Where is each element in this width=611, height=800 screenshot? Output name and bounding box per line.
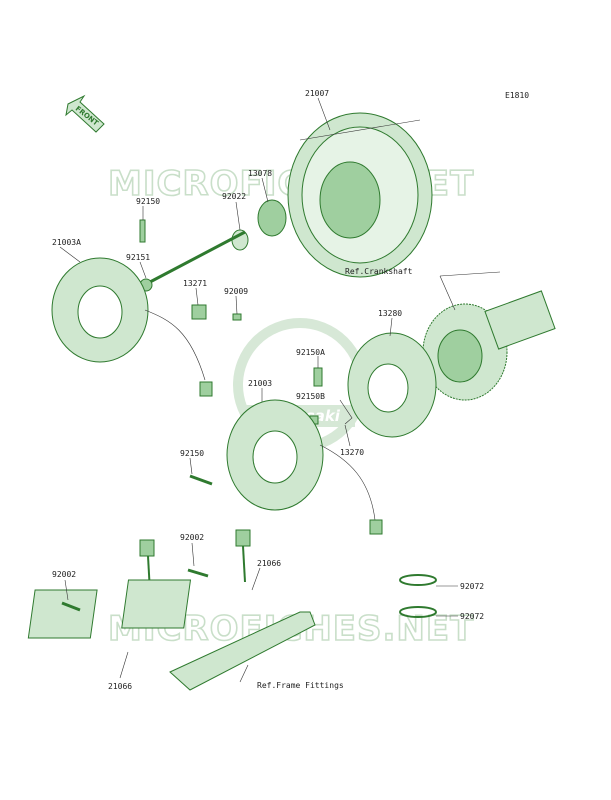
gear-13078	[257, 199, 287, 237]
label-21066-left: 21066	[108, 682, 132, 691]
label-13270: 13270	[340, 448, 364, 457]
label-21003: 21003	[248, 379, 272, 388]
label-13078: 13078	[248, 169, 272, 178]
crankshaft-gear	[422, 290, 556, 401]
label-21066-right: 21066	[257, 559, 281, 568]
clamp-13271	[191, 304, 207, 320]
bolt-92002-right	[187, 568, 209, 578]
label-92150B: 92150B	[296, 392, 325, 401]
label-92002-left: 92002	[52, 570, 76, 579]
label-ref-frame-fittings: Ref.Frame Fittings	[257, 681, 344, 690]
label-92151: 92151	[126, 253, 150, 262]
plate-13280	[347, 332, 437, 438]
label-92022: 92022	[222, 192, 246, 201]
clamp-92072-upper	[399, 574, 437, 586]
label-92150A: 92150A	[296, 348, 325, 357]
regulator-21066-left	[27, 539, 155, 639]
bolt-92150A	[313, 367, 323, 387]
bolt-92002-left	[61, 601, 81, 612]
label-92150-top: 92150	[136, 197, 160, 206]
bolt-92150-mid	[189, 474, 213, 486]
label-21003A: 21003A	[52, 238, 81, 247]
label-92150-mid: 92150	[180, 449, 204, 458]
regulator-21066-right	[121, 529, 251, 629]
rotor-21007	[287, 112, 433, 278]
frame-bracket	[169, 611, 316, 691]
label-13271: 13271	[183, 279, 207, 288]
label-13280: 13280	[378, 309, 402, 318]
clamp-92072-lower	[399, 606, 437, 618]
screw-92009	[232, 313, 242, 321]
label-21007: 21007	[305, 89, 329, 98]
clamp-13270	[339, 399, 353, 425]
bolt-92150-top	[139, 219, 146, 243]
label-92002-right: 92002	[180, 533, 204, 542]
diagram-code: E1810	[505, 91, 529, 100]
label-92072-lower: 92072	[460, 612, 484, 621]
stator-21003A	[51, 257, 213, 397]
label-92072-upper: 92072	[460, 582, 484, 591]
label-ref-crankshaft: Ref.Crankshaft	[345, 267, 413, 276]
front-arrow-icon: FRONT	[65, 94, 105, 133]
label-92009: 92009	[224, 287, 248, 296]
stator-21003	[226, 399, 383, 535]
